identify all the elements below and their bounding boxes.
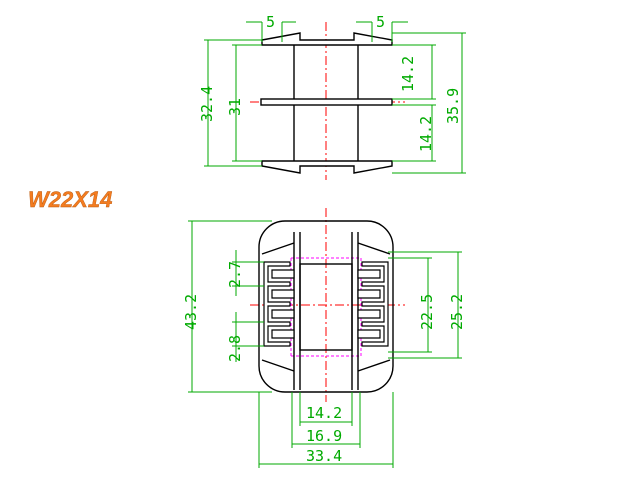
dim-overall-width: 33.4 — [258, 392, 394, 468]
dim-slot-upper: 2.7 — [226, 250, 264, 296]
dim-winding-span: 31 — [226, 44, 262, 162]
rib-top-right — [357, 242, 391, 255]
outer-body — [258, 220, 394, 393]
rib-bottom-left — [261, 359, 295, 372]
side-middle-divider — [260, 98, 393, 106]
side-view: 5 5 32.4 31 14.2 — [198, 13, 466, 180]
dim-overall-inner: 32.4 — [198, 39, 262, 167]
dim-outer-height: 43.2 — [182, 220, 272, 393]
rib-top-left — [261, 242, 295, 255]
dim-window-lower-value: 14.2 — [417, 116, 435, 152]
dim-pin-span-inner-value: 22.5 — [418, 294, 436, 330]
dim-flange-left-value: 5 — [266, 13, 275, 31]
dim-pin-span-outer-value: 25.2 — [448, 294, 466, 330]
side-top-flange — [261, 32, 393, 46]
top-view: 43.2 2.7 2.8 22.5 25.2 — [182, 208, 466, 468]
rib-bottom-right — [357, 359, 391, 372]
dim-pin-span-outer: 25.2 — [388, 251, 466, 359]
dim-overall-width-value: 33.4 — [306, 447, 342, 465]
left-pin-comb-inner — [271, 269, 295, 339]
dim-window-upper-value: 14.2 — [399, 56, 417, 92]
dim-window-upper: 14.2 — [392, 44, 436, 100]
dim-overall-height: 35.9 — [392, 32, 466, 174]
dim-window-lower: 14.2 — [392, 104, 436, 162]
dim-flange-right-value: 5 — [376, 13, 385, 31]
dim-slot-lower: 2.8 — [226, 312, 264, 362]
dim-pin-span-inner: 22.5 — [388, 257, 436, 353]
dim-flange-left: 5 — [246, 13, 296, 42]
dim-winding-span-value: 31 — [226, 98, 244, 116]
right-pin-comb-inner — [357, 269, 381, 339]
dim-slot-upper-value: 2.7 — [226, 261, 244, 288]
dim-outer-height-value: 43.2 — [182, 294, 200, 330]
dim-overall-height-value: 35.9 — [444, 88, 462, 124]
dim-core-width-value: 14.2 — [306, 404, 342, 422]
right-pin-comb — [361, 261, 389, 347]
dim-slot-lower-value: 2.8 — [226, 335, 244, 362]
dim-core-width-outer: 16.9 — [291, 392, 361, 448]
dim-flange-right: 5 — [356, 13, 408, 42]
side-bottom-flange — [261, 160, 393, 174]
part-title: W22X14 — [28, 187, 112, 212]
dim-overall-inner-value: 32.4 — [198, 86, 216, 122]
left-pin-comb — [263, 261, 291, 347]
dim-core-width: 14.2 — [299, 392, 353, 426]
dim-core-width-outer-value: 16.9 — [306, 427, 342, 445]
